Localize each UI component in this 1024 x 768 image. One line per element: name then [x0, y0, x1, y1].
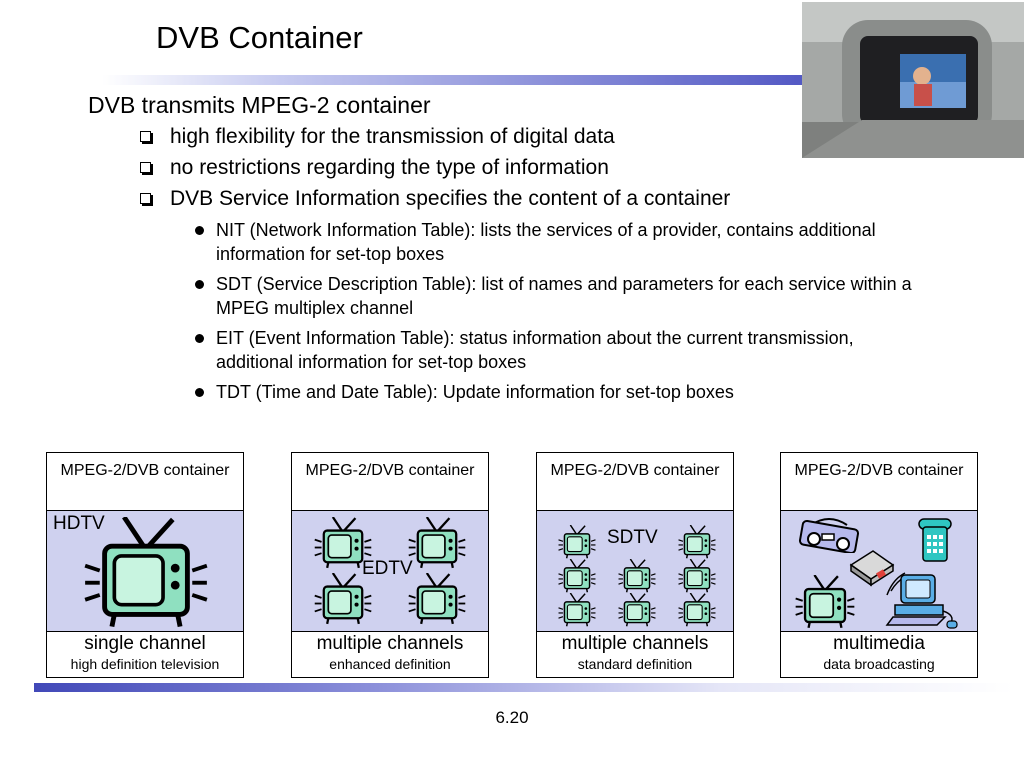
tv-icon — [677, 593, 717, 627]
container-footer: multimedia data broadcasting — [781, 632, 977, 673]
square-bullet-icon — [140, 131, 151, 142]
container-content — [781, 511, 977, 632]
container-footer: single channel high definition televisio… — [47, 632, 243, 673]
container-content: HDTV — [47, 511, 243, 632]
dot-bullet-icon — [195, 280, 204, 289]
sdtv-label: SDTV — [607, 527, 658, 548]
container-title: multimedia — [833, 633, 925, 654]
edtv-label: EDTV — [362, 558, 413, 579]
radio-icon — [798, 518, 860, 553]
tv-icon — [408, 517, 466, 569]
dot-bullet-icon — [195, 226, 204, 235]
container-title: multiple channels — [561, 633, 709, 654]
tv-icon — [677, 525, 717, 559]
container-header: MPEG-2/DVB container — [47, 453, 243, 511]
container-sdtv: MPEG-2/DVB container SDTV multiple chann… — [536, 452, 734, 678]
footer-divider — [34, 683, 1014, 692]
bullet-list: DVB transmits MPEG-2 container high flex… — [88, 92, 958, 410]
disk-drive-icon — [849, 550, 895, 587]
container-subtitle: standard definition — [577, 656, 693, 672]
dot-bullet-icon — [195, 334, 204, 343]
bullet-table: SDT (Service Description Table): list of… — [195, 272, 946, 320]
headrest-tv-photo — [802, 2, 1024, 158]
bullet-table: EIT (Event Information Table): status in… — [195, 326, 906, 374]
bullet-main: DVB transmits MPEG-2 container — [88, 92, 431, 118]
slide-title: DVB Container — [156, 20, 363, 55]
container-header: MPEG-2/DVB container — [537, 453, 733, 511]
container-edtv: MPEG-2/DVB container EDTV multiple chann… — [291, 452, 489, 678]
container-multimedia: MPEG-2/DVB container — [780, 452, 978, 678]
container-subtitle: enhanced definition — [329, 656, 451, 672]
tv-icon — [314, 573, 372, 625]
container-header: MPEG-2/DVB container — [781, 453, 977, 511]
tv-icon — [557, 559, 597, 593]
container-subtitle: high definition television — [70, 656, 220, 672]
bullet-sub: DVB Service Information specifies the co… — [140, 187, 958, 211]
tv-icon — [557, 593, 597, 627]
bullet-table: NIT (Network Information Table): lists t… — [195, 218, 896, 266]
tv-icon — [677, 559, 717, 593]
phone-icon — [918, 518, 952, 562]
container-footer: multiple channels standard definition — [537, 632, 733, 673]
container-subtitle: data broadcasting — [823, 656, 935, 672]
container-title: single channel — [84, 633, 206, 654]
tv-icon — [617, 559, 657, 593]
container-content: SDTV — [537, 511, 733, 632]
container-hdtv: MPEG-2/DVB container HDTV single channel… — [46, 452, 244, 678]
hdtv-label: HDTV — [53, 513, 105, 534]
square-bullet-icon — [140, 193, 151, 204]
square-bullet-icon — [140, 162, 151, 173]
computer-icon — [885, 572, 958, 629]
tv-icon — [617, 593, 657, 627]
bullet-sub: high flexibility for the transmission of… — [140, 125, 958, 149]
bullet-table: TDT (Time and Date Table): Update inform… — [195, 380, 956, 404]
container-footer: multiple channels enhanced definition — [292, 632, 488, 673]
bullet-sub: no restrictions regarding the type of in… — [140, 156, 958, 180]
dot-bullet-icon — [195, 388, 204, 397]
container-title: multiple channels — [316, 633, 464, 654]
tv-icon — [557, 525, 597, 559]
container-header: MPEG-2/DVB container — [292, 453, 488, 511]
title-divider — [102, 75, 802, 85]
container-content: EDTV — [292, 511, 488, 632]
tv-icon — [795, 575, 855, 629]
page-number: 6.20 — [495, 708, 529, 727]
tv-icon — [71, 517, 221, 629]
tv-icon — [408, 573, 466, 625]
